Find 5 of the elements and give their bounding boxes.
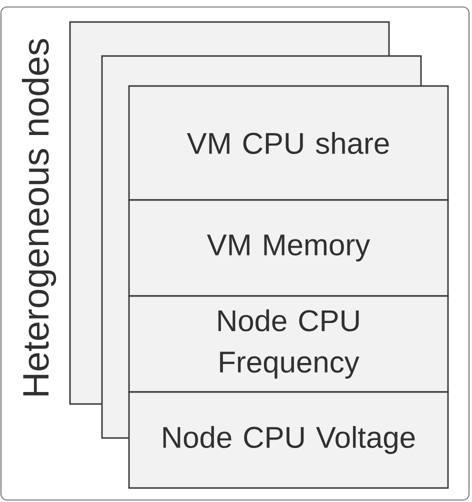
heading: Heterogeneous nodes [22,39,56,396]
layer-box: Node CPU Frequency [128,295,449,393]
layer-box: VM Memory [128,199,449,297]
layer-box: Node CPU Voltage [128,391,449,489]
layer-box: VM CPU share [128,85,449,201]
